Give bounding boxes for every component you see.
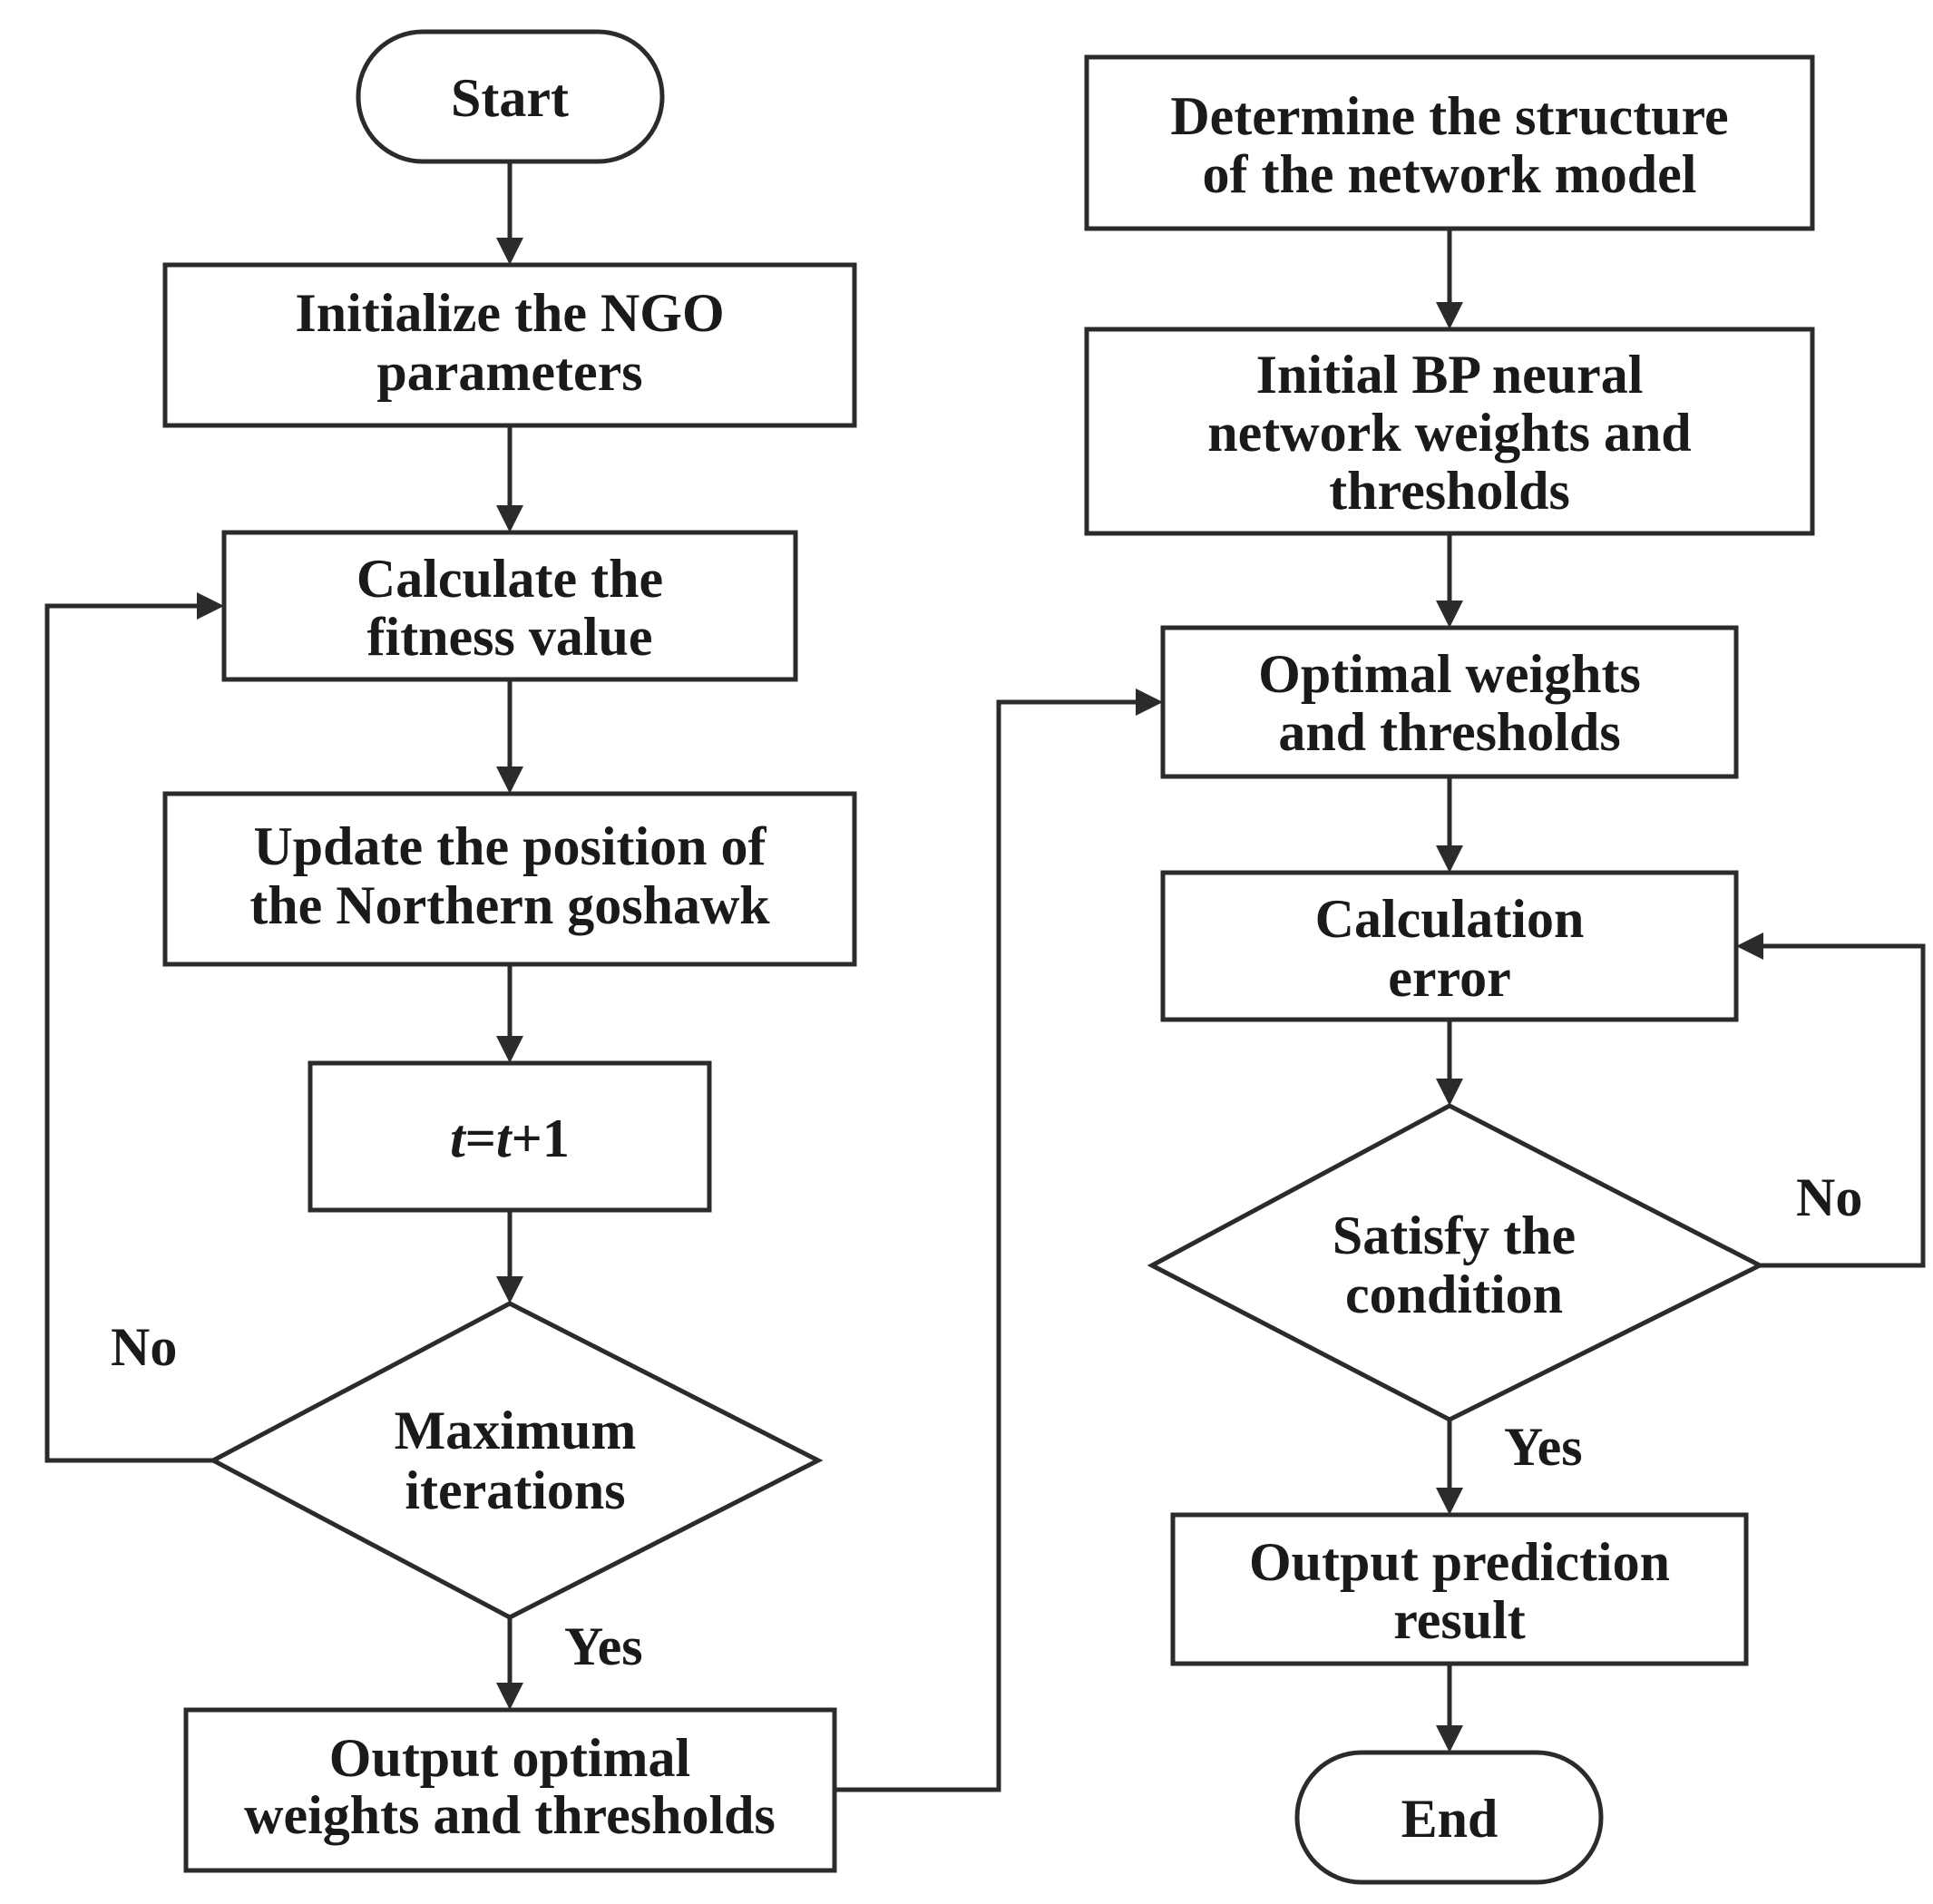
init-ngo-line1: Initialize the NGO [295,283,724,343]
arrow-left-to-right-column [835,688,1163,1792]
output-prediction-box: Output prediction result [1170,1512,1749,1666]
calc-error-line1: Calculation [1315,889,1585,949]
yes-label-left: Yes [564,1616,643,1676]
output-optimal-box: Output optimal weights and thresholds [183,1707,837,1873]
increment-plus: +1 [512,1108,570,1168]
output-prediction-line2: result [1393,1590,1526,1650]
increment-eq: = [465,1108,496,1168]
end-label: End [1401,1789,1499,1849]
no-label-right: No [1796,1167,1862,1227]
arrow-initbp-to-optimal [1436,533,1463,628]
arrow-no-loop-left [44,592,224,1463]
update-position-line2: the Northern goshawk [249,875,770,935]
initial-bp-line2: network weights and [1207,403,1691,463]
arrow-optimal-to-error [1436,776,1463,873]
update-position-box: Update the position of the Northern gosh… [162,791,857,967]
arrow-prediction-to-end [1436,1664,1463,1753]
max-iter-decision: Maximum iterations [208,1301,824,1620]
increment-var2: t [496,1108,513,1168]
arrow-update-to-increment [496,964,523,1063]
output-optimal-line1: Output optimal [329,1728,690,1788]
increment-label: t=t+1 [450,1108,570,1168]
max-iter-line2: iterations [405,1460,625,1520]
optimal-weights-box: Optimal weights and thresholds [1160,625,1739,779]
init-ngo-box: Initialize the NGO parameters [162,262,857,428]
optimal-weights-line2: and thresholds [1278,702,1620,762]
satisfy-decision: Satisfy the condition [1147,1103,1765,1422]
determine-structure-line1: Determine the structure [1170,86,1728,146]
optimal-weights-line1: Optimal weights [1258,644,1641,704]
max-iter-line1: Maximum [395,1401,637,1460]
init-ngo-line2: parameters [376,342,642,402]
update-position-line1: Update the position of [253,816,766,876]
arrow-increment-to-maxiter [496,1210,523,1304]
output-prediction-line1: Output prediction [1249,1532,1670,1592]
output-optimal-line2: weights and thresholds [244,1785,776,1845]
arrow-structure-to-initbp [1436,229,1463,329]
satisfy-line2: condition [1345,1264,1563,1324]
calc-error-line2: error [1388,948,1510,1008]
calc-fitness-line1: Calculate the [356,549,663,609]
satisfy-line1: Satisfy the [1333,1206,1576,1265]
increment-box: t=t+1 [308,1060,712,1213]
calc-fitness-box: Calculate the fitness value [221,530,798,682]
end-terminal: End [1294,1750,1604,1885]
calc-fitness-line2: fitness value [367,607,653,667]
arrow-init-to-fitness [496,425,523,532]
arrow-no-loop-right [1736,932,1926,1268]
initial-bp-line1: Initial BP neural [1256,345,1644,405]
increment-var1: t [450,1108,467,1168]
arrow-error-to-satisfy [1436,1020,1463,1106]
arrow-yes-to-output-prediction [1436,1420,1463,1515]
arrow-yes-to-output-optimal [496,1617,523,1710]
no-label-left: No [111,1317,177,1377]
determine-structure-line2: of the network model [1203,144,1697,204]
arrow-start-to-init [496,161,523,265]
determine-structure-box: Determine the structure of the network m… [1084,54,1815,231]
start-label: Start [451,68,569,128]
arrow-fitness-to-update [496,679,523,794]
yes-label-right: Yes [1504,1417,1583,1477]
initial-bp-line3: thresholds [1329,461,1570,521]
calc-error-box: Calculation error [1160,870,1739,1022]
start-terminal: Start [356,29,665,164]
initial-bp-box: Initial BP neural network weights and th… [1084,327,1815,536]
